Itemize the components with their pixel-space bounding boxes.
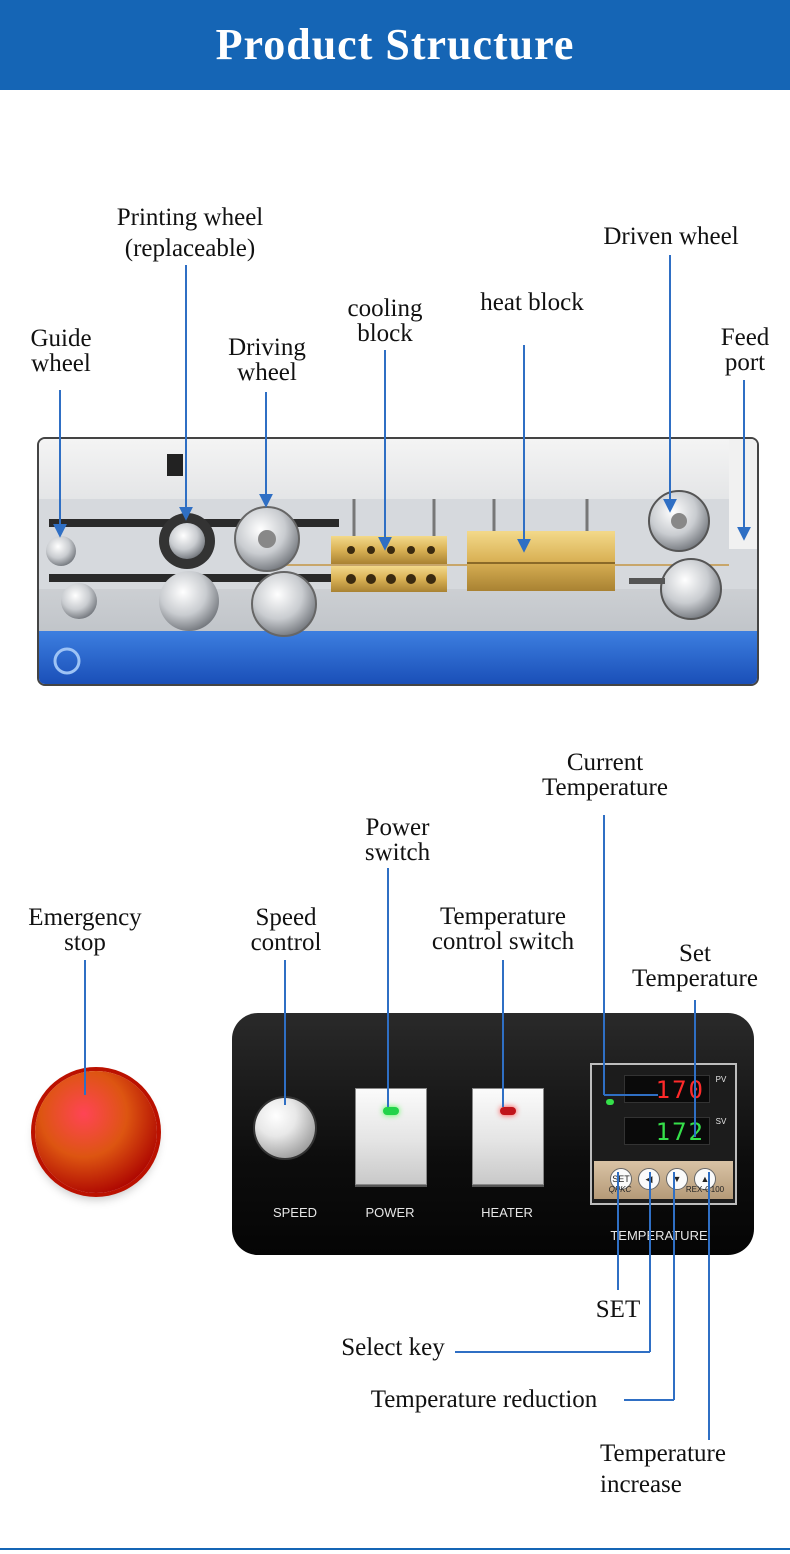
label-line: SET bbox=[595, 1296, 641, 1323]
lower-driving-wheel bbox=[251, 571, 317, 637]
heater-led bbox=[500, 1107, 516, 1115]
label-line: switch bbox=[364, 839, 431, 866]
label-temperature-increase: Temperature increase bbox=[600, 1441, 764, 1497]
label-printing-wheel: Printing wheel (replaceable) bbox=[95, 205, 285, 261]
label-set-temperature: Set Temperature bbox=[612, 941, 778, 991]
label-line: Temperature bbox=[600, 1440, 726, 1467]
label-line: Temperature reduction bbox=[370, 1386, 598, 1413]
label-line: wheel bbox=[31, 350, 91, 377]
printing-wheel-hub bbox=[169, 523, 205, 559]
label-line: Feed bbox=[720, 324, 770, 351]
controller-model: REX-C100 bbox=[685, 1185, 725, 1194]
page-title: Product Structure bbox=[215, 20, 575, 69]
label-line: Current bbox=[566, 749, 644, 776]
label-line: Driving bbox=[228, 334, 306, 361]
label-line: Driven wheel bbox=[603, 223, 739, 250]
header-banner: Product Structure bbox=[0, 0, 790, 90]
mechanism-drawing bbox=[39, 439, 757, 684]
label-line: block bbox=[357, 320, 413, 347]
set-key[interactable]: SET bbox=[610, 1168, 632, 1190]
label-power-switch: Power switch bbox=[350, 815, 445, 865]
status-indicator bbox=[606, 1099, 614, 1105]
label-line: Temperature bbox=[542, 774, 668, 801]
heater-switch[interactable] bbox=[472, 1088, 544, 1185]
label-temperature-control-switch: Temperature control switch bbox=[410, 904, 596, 954]
down-arrow-icon: ▼ bbox=[672, 1174, 682, 1184]
label-driven-wheel: Driven wheel bbox=[585, 224, 757, 249]
label-line: control bbox=[250, 929, 322, 956]
lower-printing-roller bbox=[159, 571, 219, 631]
label-set: SET bbox=[586, 1297, 650, 1322]
footer-line bbox=[0, 1548, 790, 1550]
label-line: (replaceable) bbox=[124, 235, 256, 262]
guide-wheel-lower bbox=[61, 583, 97, 619]
label-line: Temperature bbox=[440, 903, 566, 930]
label-line: Printing wheel bbox=[116, 204, 264, 231]
label-guide-wheel: Guide wheel bbox=[18, 326, 104, 376]
label-line: Power bbox=[365, 814, 430, 841]
base-ornament bbox=[53, 647, 81, 675]
label-line: control switch bbox=[431, 928, 575, 955]
power-switch[interactable] bbox=[355, 1088, 427, 1185]
sealing-mechanism-image bbox=[37, 437, 759, 686]
speed-knob[interactable] bbox=[255, 1098, 315, 1158]
emergency-stop-button[interactable] bbox=[35, 1071, 157, 1193]
label-heat-block: heat block bbox=[462, 290, 602, 315]
label-line: Select key bbox=[341, 1334, 445, 1361]
sv-tag: SV bbox=[715, 1117, 727, 1126]
driven-wheel-hub bbox=[671, 513, 687, 529]
label-line: wheel bbox=[237, 359, 297, 386]
cooling-holes bbox=[346, 546, 436, 584]
temperature-up-key[interactable]: ▲ bbox=[694, 1168, 716, 1190]
left-arrow-icon: ◀ bbox=[645, 1174, 653, 1184]
label-speed-control: Speed control bbox=[236, 905, 336, 955]
pv-tag: PV bbox=[715, 1075, 727, 1084]
controller-brand: QPKC bbox=[608, 1185, 632, 1194]
label-line: Speed bbox=[255, 904, 317, 931]
label-line: cooling bbox=[347, 295, 423, 322]
label-cooling-block: cooling block bbox=[330, 296, 440, 346]
label-feed-port: Feed port bbox=[710, 325, 780, 375]
label-line: increase bbox=[600, 1471, 682, 1498]
up-arrow-icon: ▲ bbox=[700, 1174, 710, 1184]
label-line: Temperature bbox=[632, 965, 758, 992]
label-line: stop bbox=[64, 929, 106, 956]
label-line: port bbox=[724, 349, 766, 376]
blue-base bbox=[39, 631, 757, 684]
label-line: Set bbox=[679, 940, 711, 967]
heater-panel-label: HEATER bbox=[481, 1205, 533, 1220]
temperature-panel-label: TEMPERATURE bbox=[610, 1228, 708, 1243]
temperature-down-key[interactable]: ▼ bbox=[666, 1168, 688, 1190]
label-line: heat block bbox=[480, 289, 584, 316]
cooling-springs bbox=[352, 499, 436, 536]
driving-wheel-hub bbox=[258, 530, 276, 548]
temperature-controller: 170 PV 172 SV SET ◀ ▼ ▲ QPKC REX-C100 bbox=[590, 1063, 737, 1205]
guide-wheel bbox=[46, 536, 76, 566]
power-panel-label: POWER bbox=[365, 1205, 415, 1220]
label-driving-wheel: Driving wheel bbox=[214, 335, 320, 385]
power-led bbox=[383, 1107, 399, 1115]
label-line: Emergency bbox=[28, 904, 142, 931]
driven-wheel-lower bbox=[660, 558, 722, 620]
printing-knob bbox=[167, 454, 183, 476]
label-current-temperature: Current Temperature bbox=[520, 750, 690, 800]
label-line: Guide bbox=[30, 325, 92, 352]
heat-block bbox=[467, 531, 615, 591]
label-select-key: Select key bbox=[328, 1335, 458, 1360]
heat-springs bbox=[492, 499, 589, 531]
label-emergency-stop: Emergency stop bbox=[10, 905, 160, 955]
label-temperature-reduction: Temperature reduction bbox=[342, 1387, 626, 1412]
speed-panel-label: SPEED bbox=[272, 1205, 318, 1220]
